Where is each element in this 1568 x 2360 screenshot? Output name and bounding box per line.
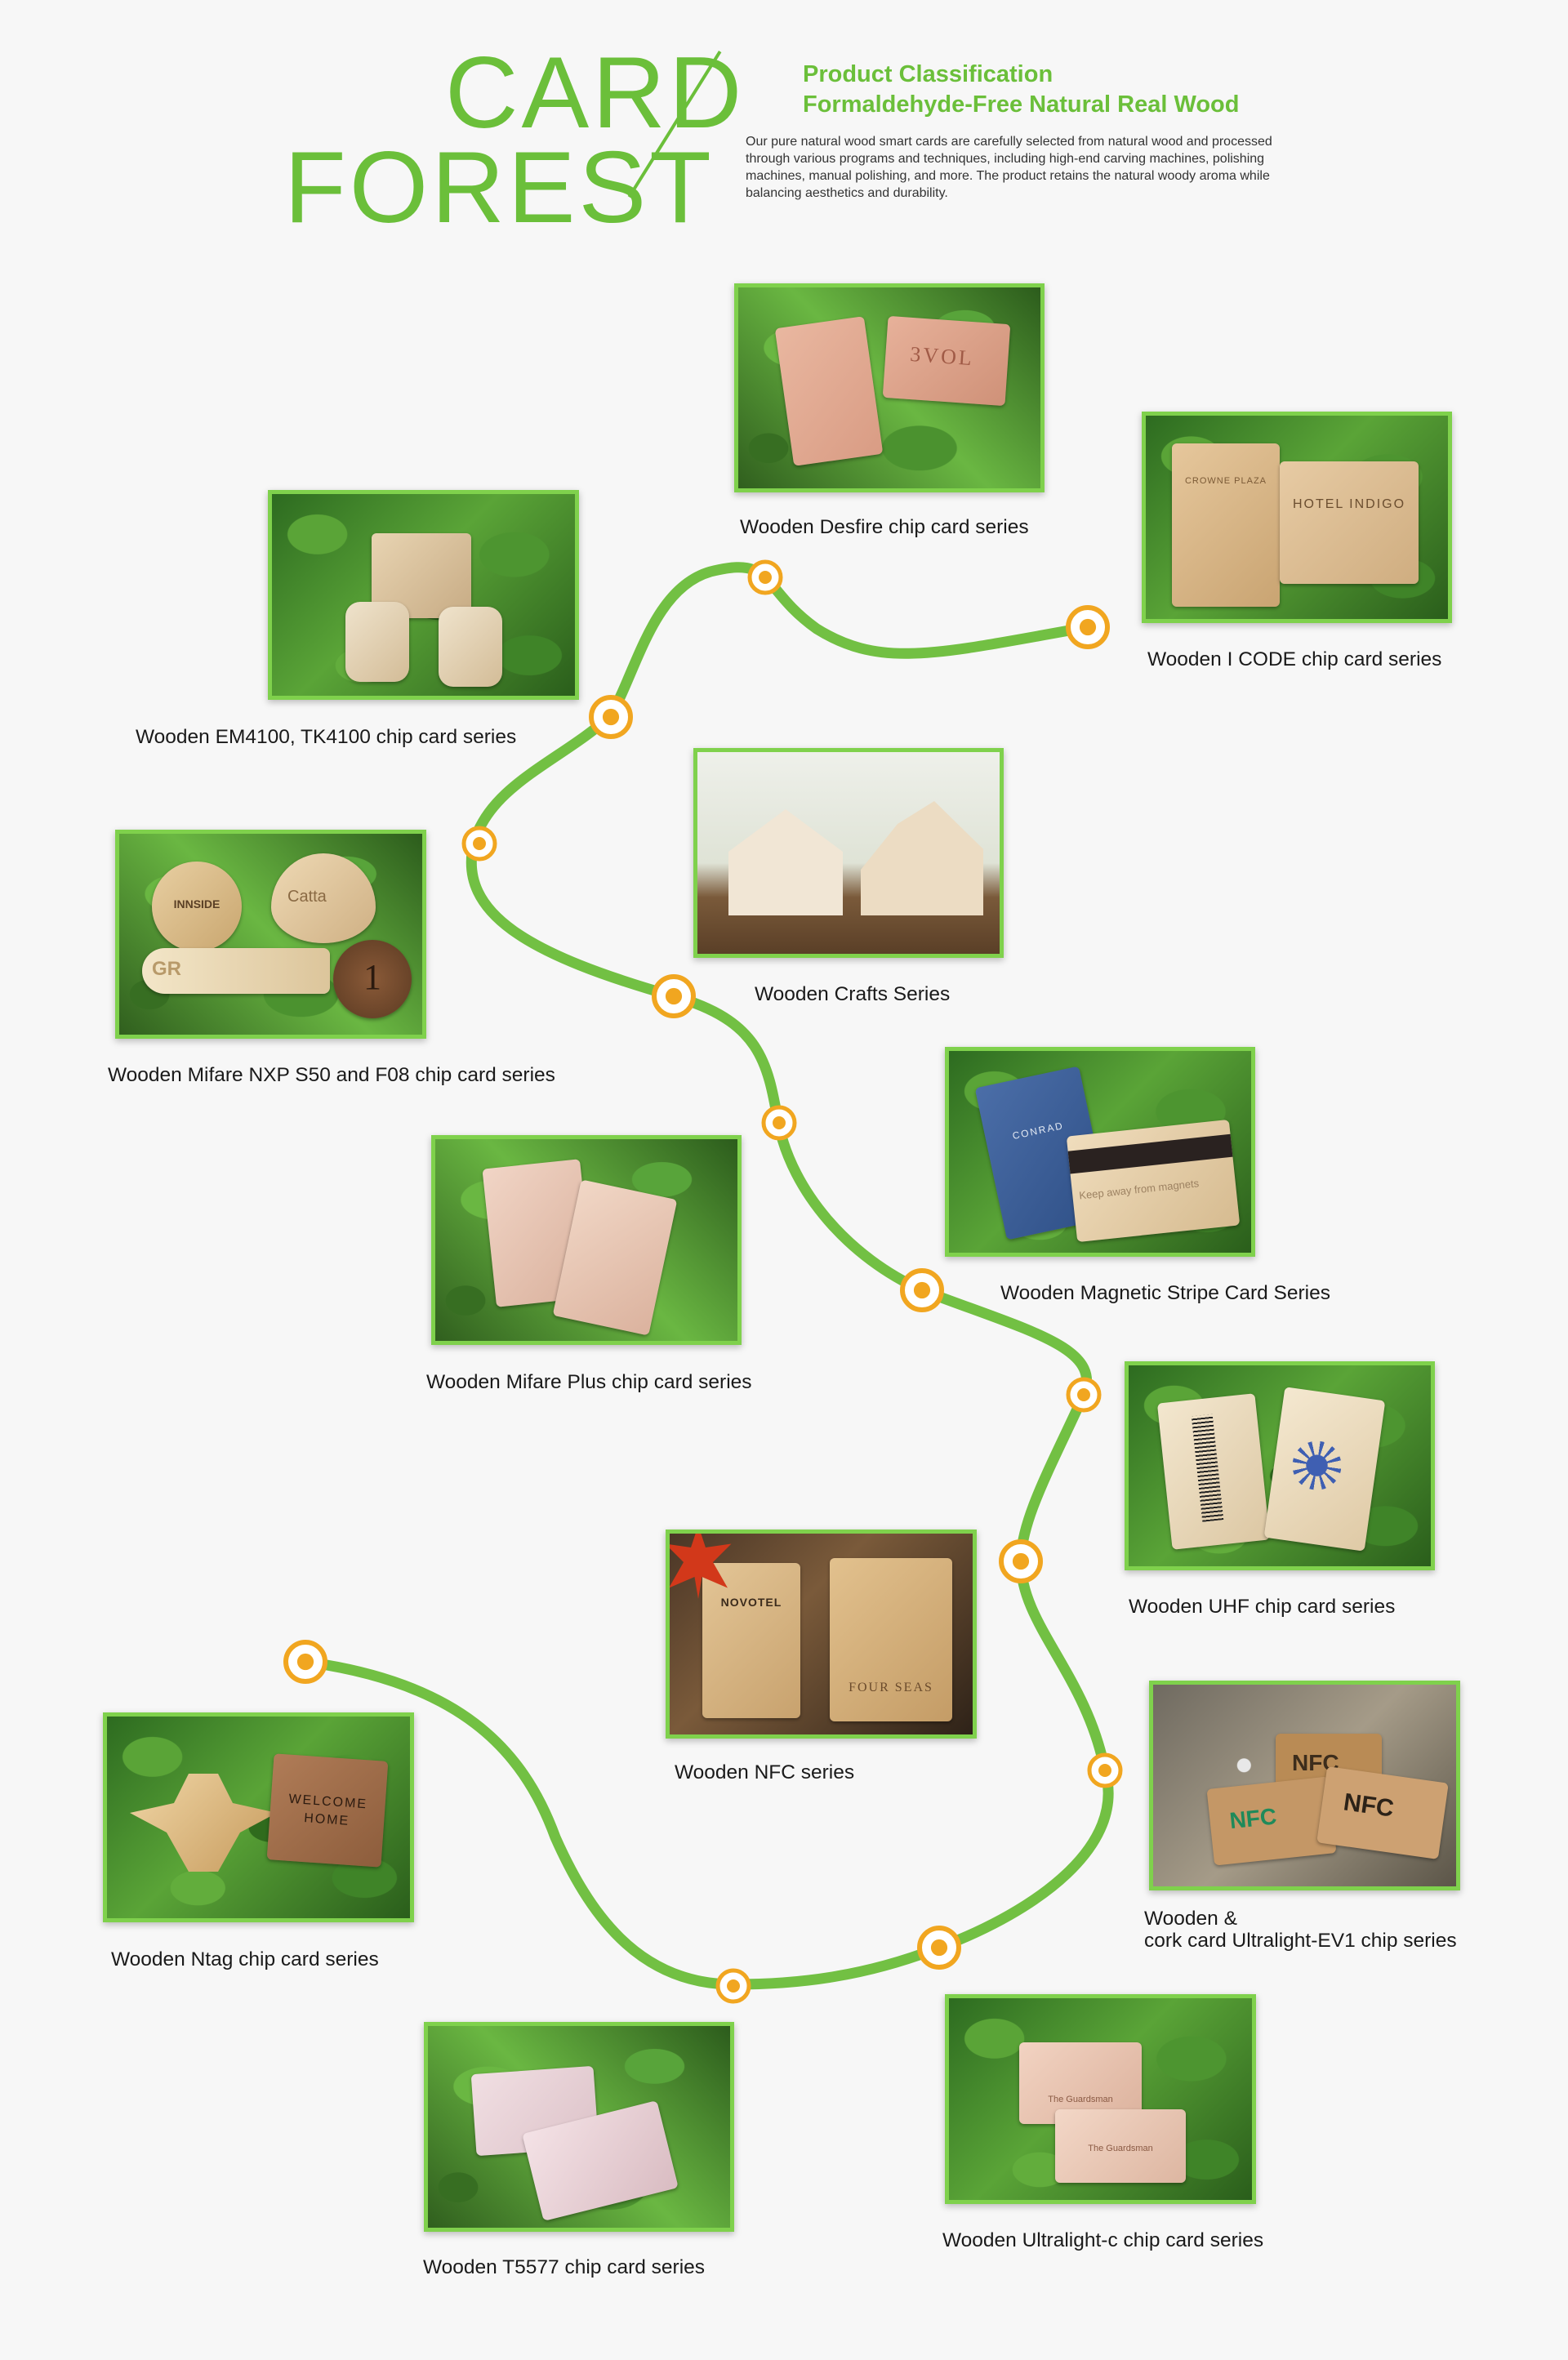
photo-em4100 — [268, 490, 579, 700]
track-node — [283, 1640, 327, 1684]
track-node-dot — [296, 1653, 314, 1671]
track-node-dot — [602, 708, 620, 726]
photo-icode: CROWNE PLAZA HOTEL INDIGO — [1142, 412, 1452, 623]
card-key: GR — [142, 948, 330, 994]
track-node-dot — [759, 571, 772, 584]
label-magnetic: Wooden Magnetic Stripe Card Series — [1000, 1282, 1330, 1304]
track-node — [917, 1926, 961, 1970]
label-mifare-plus: Wooden Mifare Plus chip card series — [426, 1371, 752, 1393]
card-em4100-3 — [439, 607, 502, 687]
magstripe-band — [1067, 1133, 1233, 1174]
card-key-text: GR — [152, 958, 181, 980]
track-node-dot — [773, 1116, 786, 1129]
photo-magnetic: CONRAD Keep away from magnets — [945, 1047, 1255, 1257]
card-ulc-text-2: The Guardsman — [1088, 2144, 1153, 2153]
card-cork-text-3: NFC — [1342, 1788, 1396, 1823]
track-node — [761, 1105, 797, 1141]
card-fourseasons-text: FOUR SEAS — [849, 1681, 933, 1694]
track-node-dot — [1077, 1388, 1090, 1401]
label-ntag: Wooden Ntag chip card series — [111, 1948, 379, 1970]
label-icode: Wooden I CODE chip card series — [1147, 648, 1442, 670]
label-em4100: Wooden EM4100, TK4100 chip card series — [136, 726, 517, 748]
card-magstripe-text: Keep away from magnets — [1078, 1177, 1200, 1202]
photo-desfire: 3VOL — [734, 283, 1045, 492]
photo-mifare-plus — [431, 1135, 742, 1345]
photo-t5577 — [424, 2022, 734, 2232]
label-nfc: Wooden NFC series — [675, 1761, 855, 1783]
photo-mifare-s50: INNSIDE Catta GR 1 — [115, 830, 426, 1039]
subtitle-classification: Product Classification — [803, 61, 1054, 87]
card-ulc-2: The Guardsman — [1055, 2109, 1186, 2183]
track-node — [747, 559, 783, 595]
subtitle-wood: Formaldehyde-Free Natural Real Wood — [803, 91, 1240, 118]
card-desfire-2: 3VOL — [882, 315, 1011, 407]
card-icode-2: HOTEL INDIGO — [1280, 461, 1419, 584]
label-crafts: Wooden Crafts Series — [755, 983, 951, 1005]
track-node-dot — [913, 1281, 931, 1299]
photo-crafts — [693, 748, 1004, 958]
photo-ultralight-c: The Guardsman The Guardsman — [945, 1994, 1256, 2204]
card-uhf-1 — [1156, 1393, 1271, 1550]
label-t5577: Wooden T5577 chip card series — [423, 2256, 706, 2278]
card-ulc-text-1: The Guardsman — [1048, 2095, 1113, 2104]
title-forest: FOREST — [284, 131, 715, 244]
card-magstripe: Keep away from magnets — [1066, 1119, 1241, 1243]
card-cork-text-2: NFC — [1228, 1803, 1278, 1834]
photo-uhf — [1125, 1361, 1435, 1570]
track-node-dot — [930, 1939, 948, 1957]
track-node-dot — [665, 987, 683, 1005]
card-cork-3: NFC — [1316, 1766, 1449, 1859]
track-node — [652, 974, 696, 1018]
card-novotel: NOVOTEL — [702, 1563, 800, 1718]
photo-ntag: WELCOME HOME — [103, 1712, 414, 1922]
card-heart-text: Catta — [287, 888, 327, 906]
card-desfire-1 — [774, 316, 884, 466]
card-icode-text-1: CROWNE PLAZA — [1184, 476, 1267, 486]
header-description: Our pure natural wood smart cards are ca… — [746, 135, 1272, 200]
card-round-number: 1 — [363, 957, 381, 997]
track-node — [715, 1968, 751, 2004]
card-heart: Catta — [271, 853, 376, 943]
label-cork-line2: cork card Ultralight-EV1 chip series — [1144, 1930, 1457, 1952]
photo-cork: NFC NFC NFC — [1149, 1681, 1460, 1890]
card-crown-wings — [130, 1774, 277, 1872]
card-innside: INNSIDE — [152, 862, 242, 951]
card-icode-1: CROWNE PLAZA — [1172, 443, 1280, 607]
label-desfire: Wooden Desfire chip card series — [740, 516, 1029, 538]
photo-nfc: NOVOTEL FOUR SEAS — [666, 1530, 977, 1739]
card-em4100-2 — [345, 602, 409, 682]
track-node — [999, 1539, 1043, 1583]
label-uhf: Wooden UHF chip card series — [1129, 1596, 1396, 1618]
track-node-dot — [1079, 618, 1097, 636]
label-ultralight-c: Wooden Ultralight-c chip card series — [942, 2229, 1264, 2251]
track-node — [900, 1268, 944, 1312]
card-innside-text: INNSIDE — [173, 897, 220, 911]
uhf-barcode — [1191, 1414, 1224, 1522]
craft-house-2 — [861, 801, 983, 915]
card-cork-2: NFC — [1206, 1776, 1337, 1866]
track-node — [1066, 605, 1110, 649]
card-fourseasons: FOUR SEAS — [830, 1558, 952, 1721]
craft-house-1 — [728, 809, 843, 915]
track-node-dot — [1012, 1552, 1030, 1570]
track-node — [1087, 1752, 1123, 1788]
page-header: CARD FOREST Product Classification Forma… — [0, 0, 1568, 245]
label-cork-line1: Wooden & — [1144, 1908, 1237, 1930]
card-welcome-home: WELCOME HOME — [266, 1753, 389, 1868]
card-icode-text-2: HOTEL INDIGO — [1292, 497, 1406, 511]
track-node-dot — [1098, 1764, 1111, 1777]
card-desfire-text: 3VOL — [909, 341, 975, 371]
card-round-dark: 1 — [333, 940, 412, 1018]
uhf-logo — [1289, 1437, 1345, 1494]
track-node — [1066, 1377, 1102, 1413]
track-node — [461, 826, 497, 862]
card-uhf-2 — [1263, 1387, 1386, 1552]
track-node-dot — [473, 837, 486, 850]
card-novotel-text: NOVOTEL — [720, 1596, 782, 1609]
label-mifare-s50: Wooden Mifare NXP S50 and F08 chip card … — [108, 1064, 555, 1086]
track-node-dot — [727, 1979, 740, 1993]
track-node — [589, 695, 633, 739]
